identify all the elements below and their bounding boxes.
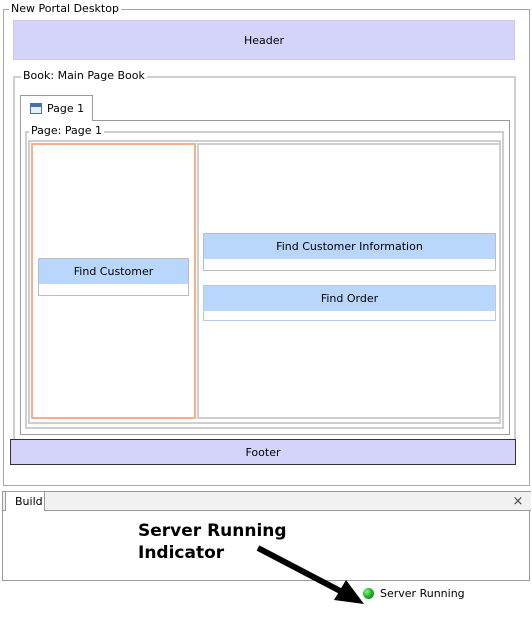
tab-panel: Page: Page 1 Find Customer Find Customer… xyxy=(20,120,510,435)
status-text: Server Running xyxy=(380,587,465,600)
server-status: Server Running xyxy=(363,587,465,600)
portlet-title: Find Order xyxy=(204,286,495,311)
page-icon xyxy=(30,103,42,114)
annotation-line-2: Indicator xyxy=(138,543,225,563)
portlet-find-customer-information[interactable]: Find Customer Information xyxy=(203,233,496,271)
portlet-title-text: Find Customer xyxy=(73,265,154,278)
footer-region[interactable]: Footer xyxy=(10,439,516,465)
portal-desktop: New Portal Desktop xyxy=(3,3,530,486)
page-page-1: Page: Page 1 Find Customer Find Customer… xyxy=(25,125,504,429)
desktop-legend: New Portal Desktop xyxy=(9,2,121,15)
tab-page-1[interactable]: Page 1 xyxy=(20,95,93,121)
page-legend: Page: Page 1 xyxy=(29,124,104,137)
portlet-find-order[interactable]: Find Order xyxy=(203,285,496,321)
book-main-page-book: Book: Main Page Book Page 1 Page: Page 1… xyxy=(13,70,516,442)
tab-build[interactable]: Build xyxy=(5,491,45,511)
close-glyph: × xyxy=(512,493,524,509)
placeholder-right-column[interactable]: Find Customer Information Find Order xyxy=(197,143,501,419)
page-layout: Find Customer Find Customer Information … xyxy=(28,140,501,424)
portlet-title-text: Find Customer Information xyxy=(276,240,423,253)
header-region[interactable]: Header xyxy=(13,20,515,60)
close-icon[interactable]: × xyxy=(511,493,525,509)
footer-label: Footer xyxy=(245,445,281,459)
portlet-title: Find Customer Information xyxy=(204,234,495,259)
portlet-title: Find Customer xyxy=(39,259,188,284)
build-tabstrip: Build × xyxy=(3,491,531,511)
server-running-annotation: Server Running Indicator xyxy=(138,520,287,564)
book-legend: Book: Main Page Book xyxy=(21,69,147,82)
annotation-arrow-icon xyxy=(256,545,364,604)
placeholder-left-column[interactable]: Find Customer xyxy=(31,143,196,419)
build-tab-label: Build xyxy=(15,495,43,508)
annotation-line-1: Server Running xyxy=(138,521,287,541)
tab-label: Page 1 xyxy=(47,102,85,115)
build-panel: Build × xyxy=(2,491,531,581)
portlet-title-text: Find Order xyxy=(320,292,379,305)
status-led-icon xyxy=(363,588,374,599)
portlet-find-customer[interactable]: Find Customer xyxy=(38,258,189,296)
header-label: Header xyxy=(243,33,285,47)
